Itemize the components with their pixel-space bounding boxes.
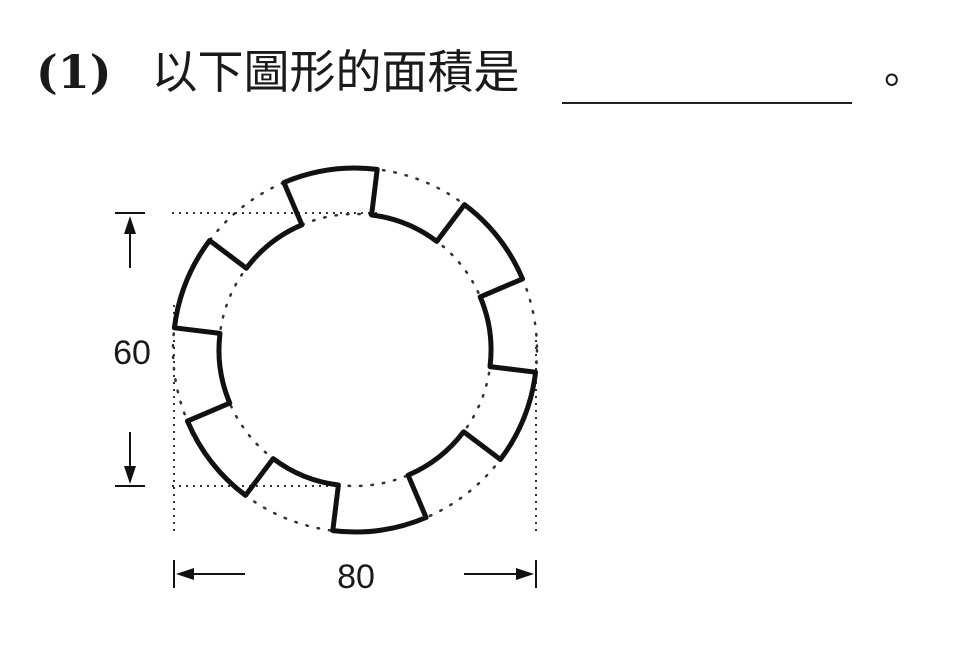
question-end-mark: 。 bbox=[884, 47, 924, 93]
width-arrow-right-head bbox=[516, 568, 534, 580]
height-arrow-down-head bbox=[124, 466, 136, 484]
question-number: (1) bbox=[36, 45, 112, 99]
answer-blank[interactable] bbox=[562, 102, 852, 104]
question-line: (1) 以下圖形的面積是 bbox=[36, 32, 520, 112]
width-arrow-left-head bbox=[176, 568, 194, 580]
height-label: 60 bbox=[113, 334, 151, 372]
question-text: 以下圖形的面積是 bbox=[151, 45, 520, 99]
gear-outline bbox=[171, 165, 539, 535]
outer-dotted-circle bbox=[171, 166, 539, 534]
height-arrow-up-head bbox=[124, 216, 136, 234]
width-label: 80 bbox=[337, 558, 375, 596]
